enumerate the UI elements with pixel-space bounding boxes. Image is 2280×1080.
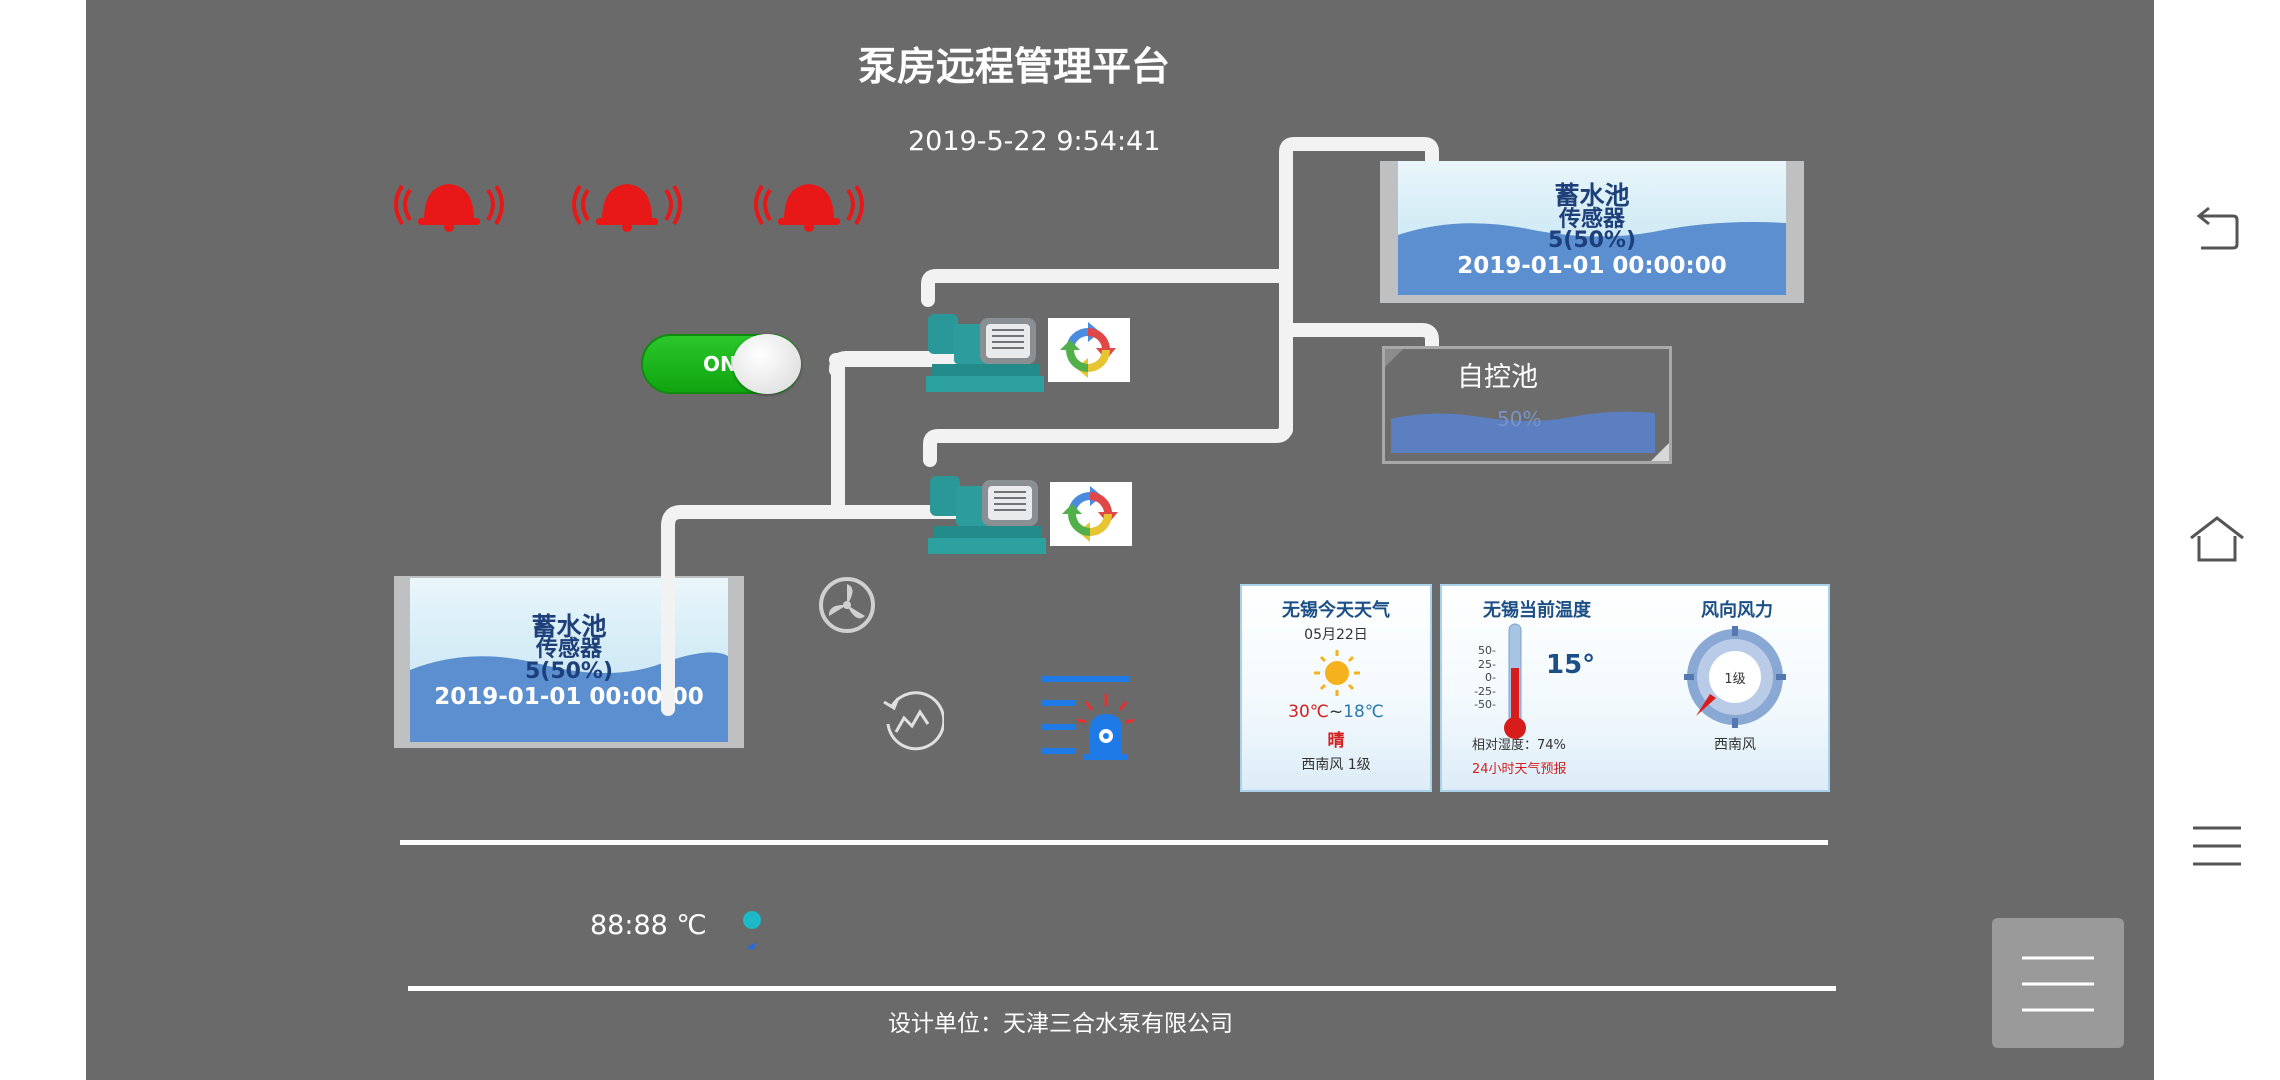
tank-name: 蓄水池	[1554, 181, 1630, 210]
weather-date: 05月22日	[1304, 627, 1368, 643]
divider-bottom	[408, 986, 1836, 991]
system-nav-bar	[2154, 0, 2280, 1080]
thermometer-icon	[1504, 623, 1526, 739]
weather-current-panel: 无锡当前温度 50- 25- 0- -25- -50- 15° 相对湿度：74%…	[1440, 584, 1830, 792]
wind-direction: 西南风	[1714, 737, 1756, 753]
weather-today-panel: 无锡今天天气 05月22日 30℃~18℃ 晴 西南风 1级	[1240, 584, 1432, 792]
alarm-bell-icon[interactable]	[754, 172, 864, 232]
humidity: 相对湿度：74%	[1472, 738, 1566, 753]
pump-icon[interactable]	[926, 460, 1046, 560]
alarm-bell-icon[interactable]	[572, 172, 682, 232]
divider-top	[400, 840, 1828, 845]
footer-designer: 设计单位：天津三合水泵有限公司	[888, 1011, 1233, 1037]
wind-title: 风向风力	[1701, 600, 1773, 621]
floating-menu-button[interactable]	[1992, 918, 2124, 1048]
auto-pool-level: 50%	[1497, 407, 1542, 431]
wind-level: 1级	[1724, 672, 1746, 687]
current-temp: 15°	[1546, 650, 1596, 680]
toggle-knob	[733, 334, 801, 394]
alarm-list-icon[interactable]	[1042, 676, 1152, 764]
temp-range-separator: ~	[1328, 702, 1344, 722]
power-toggle[interactable]: ON	[641, 334, 801, 394]
compass-icon	[1684, 626, 1786, 728]
weather-wind: 西南风 1级	[1301, 757, 1371, 773]
alarm-bell-icon[interactable]	[394, 172, 504, 232]
tank-level: 5(50%)	[524, 659, 614, 684]
weather-today-title: 无锡今天天气	[1282, 600, 1390, 621]
fan-icon[interactable]	[818, 576, 876, 634]
tank-level: 5(50%)	[1547, 228, 1637, 253]
page-title: 泵房远程管理平台	[858, 45, 1171, 90]
current-datetime: 2019-5-22 9:54:41	[908, 126, 1161, 157]
tank-time: 2019-01-01 00:00:00	[434, 684, 704, 710]
menu-icon[interactable]	[2187, 816, 2247, 876]
temperature-readout: 88:88 ℃	[590, 910, 707, 941]
forecast-link[interactable]: 24小时天气预报	[1472, 762, 1567, 777]
storage-tank-bottom[interactable]: 蓄水池 传感器 5(50%) 2019-01-01 00:00:00	[394, 576, 744, 748]
pump-icon[interactable]	[924, 298, 1044, 398]
weather-condition: 晴	[1327, 731, 1345, 751]
inlet-pipe	[661, 520, 675, 716]
home-icon[interactable]	[2187, 510, 2247, 570]
sensor-indicator-icon	[743, 911, 761, 950]
temp-high: 30℃	[1288, 702, 1329, 722]
tank-name: 蓄水池	[531, 612, 607, 641]
history-chart-icon[interactable]	[880, 688, 944, 752]
sun-icon	[1314, 650, 1360, 696]
temp-range: 30℃~18℃	[1242, 702, 1430, 722]
tank-time: 2019-01-01 00:00:00	[1457, 253, 1727, 279]
refresh-icon[interactable]	[1048, 318, 1130, 382]
refresh-icon[interactable]	[1050, 482, 1132, 546]
menu-icon	[2022, 956, 2094, 1012]
toggle-label: ON	[703, 352, 737, 376]
tank-sensor-label: 传感器	[535, 637, 602, 662]
auto-pool-name: 自控池	[1457, 362, 1538, 393]
main-panel: 泵房远程管理平台 2019-5-22 9:54:41	[86, 0, 2154, 1080]
temp-low: 18℃	[1343, 702, 1384, 722]
auto-pool[interactable]: 自控池 50%	[1382, 346, 1672, 464]
current-temp-title: 无锡当前温度	[1483, 600, 1591, 621]
storage-tank-top[interactable]: 蓄水池 传感器 5(50%) 2019-01-01 00:00:00	[1380, 161, 1804, 303]
back-icon[interactable]	[2187, 202, 2247, 262]
thermometer-scale: 50- 25- 0- -25- -50-	[1474, 644, 1496, 711]
tank-sensor-label: 传感器	[1558, 207, 1625, 232]
